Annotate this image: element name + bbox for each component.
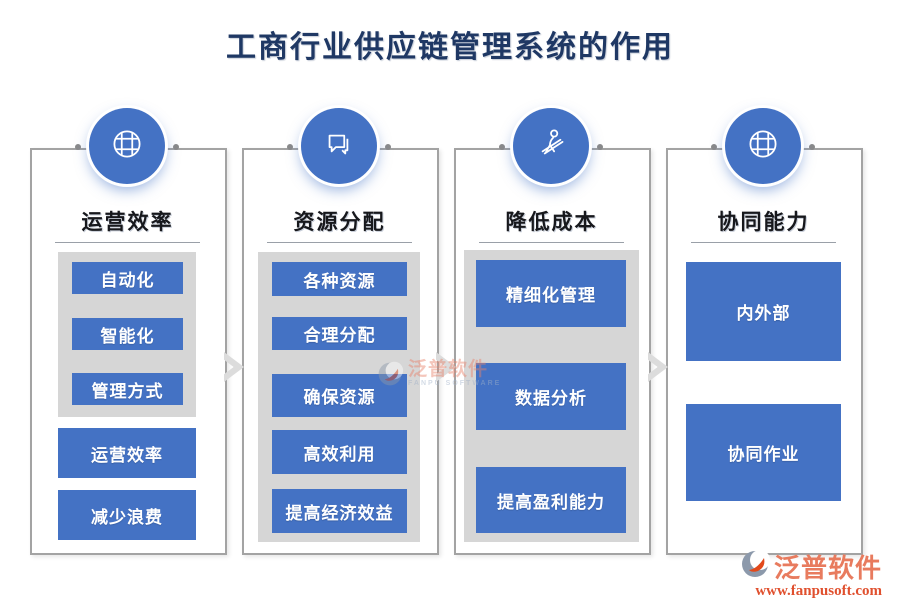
item-box: 各种资源: [272, 262, 407, 296]
connector-dot: [385, 144, 391, 150]
footer-logo-name: 泛普软件: [773, 554, 882, 583]
item-box: 数据分析: [476, 363, 626, 430]
page-title: 工商行业供应链管理系统的作用: [226, 31, 674, 64]
item-box: 精细化管理: [476, 260, 626, 327]
item-box: 合理分配: [272, 317, 407, 350]
item-box: 内外部: [686, 262, 841, 361]
column-cost-reduction: 降低成本 精细化管理 数据分析 提高盈利能力: [454, 100, 651, 570]
column-collaboration: 协同能力 内外部 协同作业: [666, 100, 863, 570]
item-box: 管理方式: [72, 373, 183, 405]
footer-logo-url: www.fanpusoft.com: [755, 583, 882, 599]
connector-dot: [75, 144, 81, 150]
column-resource-allocation: 资源分配 各种资源 合理分配 确保资源 高效利用 提高经济效益: [242, 100, 439, 570]
column-icon-badge: [513, 108, 589, 184]
globe-icon: [106, 123, 148, 170]
heading-underline: [267, 242, 412, 243]
connector-dot: [809, 144, 815, 150]
connector-dot: [711, 144, 717, 150]
heading-underline: [55, 242, 200, 243]
column-icon-badge: [725, 108, 801, 184]
column-heading: 协同能力: [717, 210, 810, 234]
column-heading: 资源分配: [293, 210, 386, 234]
column-icon-badge: [301, 108, 377, 184]
footer-logo: 泛普软件 www.fanpusoft.com: [739, 548, 882, 600]
item-box: 协同作业: [686, 404, 841, 501]
column-icon-badge: [89, 108, 165, 184]
item-box: 提高经济效益: [272, 489, 407, 533]
chevron-right-icon: [224, 352, 244, 382]
item-box: 智能化: [72, 318, 183, 350]
column-heading: 降低成本: [505, 210, 598, 234]
heading-underline: [691, 242, 836, 243]
item-box: 提高盈利能力: [476, 467, 626, 533]
chat-icon: [318, 123, 360, 170]
chevron-right-icon: [436, 352, 456, 382]
chevron-right-icon: [648, 352, 668, 382]
item-box: 自动化: [72, 262, 183, 294]
item-box: 运营效率: [58, 428, 196, 478]
heading-underline: [479, 242, 624, 243]
connector-dot: [597, 144, 603, 150]
connector-dot: [173, 144, 179, 150]
fanpu-logo-icon: [739, 548, 774, 585]
connector-dot: [499, 144, 505, 150]
person-icon: [530, 123, 572, 170]
globe-icon: [742, 123, 784, 170]
column-heading: 运营效率: [81, 210, 174, 234]
column-operational-efficiency: 运营效率 自动化 智能化 管理方式 运营效率 减少浪费: [30, 100, 227, 570]
connector-dot: [287, 144, 293, 150]
item-box: 高效利用: [272, 430, 407, 474]
item-box: 减少浪费: [58, 490, 196, 540]
item-box: 确保资源: [272, 374, 407, 417]
